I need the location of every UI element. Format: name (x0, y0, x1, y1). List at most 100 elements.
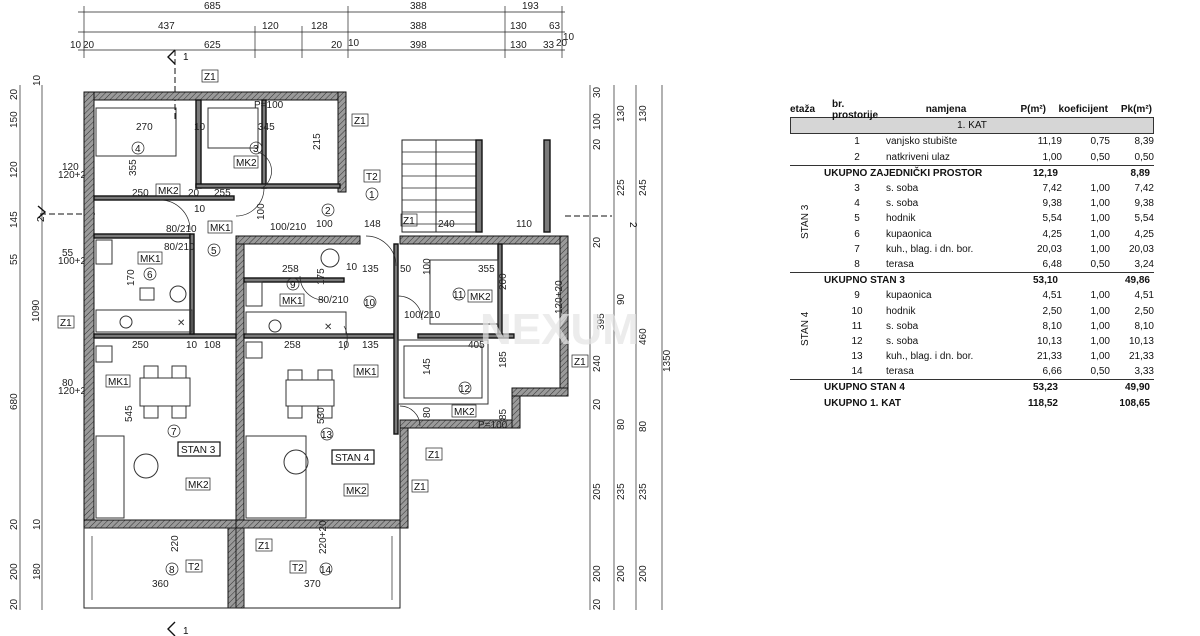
dim-right: 20 (592, 598, 603, 610)
dim-top: 193 (522, 1, 539, 12)
svg-text:P=100: P=100 (254, 100, 284, 111)
dim-top: 625 (204, 40, 221, 51)
section-label: 2 (627, 222, 638, 228)
svg-text:100/210: 100/210 (270, 222, 307, 233)
dim-right: 205 (592, 483, 603, 500)
tag-mk2: MK2 (346, 486, 367, 497)
dim-left: 20 (9, 518, 20, 530)
dim-left-mid: 100+20 (58, 256, 92, 267)
svg-text:110: 110 (516, 219, 532, 230)
section-label: 2 (36, 216, 47, 222)
tag-z1: Z1 (60, 318, 72, 329)
dim-right: 460 (638, 328, 649, 345)
room-number: 13 (321, 430, 333, 441)
svg-text:10: 10 (186, 340, 198, 351)
tag-mk2: MK2 (158, 186, 179, 197)
svg-text:10: 10 (194, 122, 206, 133)
dim-left: 20 (9, 598, 20, 610)
top-dimension-lines: 685 388 193 437 120 128 388 130 63 10 20… (70, 1, 575, 58)
dim-top: 10 (348, 38, 360, 49)
dim-right: 130 (638, 105, 649, 122)
svg-text:P=100: P=100 (478, 420, 508, 431)
svg-text:20: 20 (188, 188, 200, 199)
header-br: br. prostorije (832, 98, 879, 121)
floor-plan-drawing: 685 388 193 437 120 128 388 130 63 10 20… (9, 1, 673, 636)
dim-top: 20 (83, 40, 95, 51)
svg-text:240: 240 (438, 219, 455, 230)
svg-text:80: 80 (422, 406, 433, 418)
room-number: 9 (290, 280, 296, 291)
dim-left: 1090 (31, 299, 42, 322)
svg-text:50: 50 (400, 264, 412, 275)
dim-left: 200 (9, 563, 20, 580)
tag-mk1: MK1 (356, 367, 377, 378)
svg-text:120+20: 120+20 (554, 280, 565, 314)
dim-right: 245 (638, 179, 649, 196)
svg-text:355: 355 (128, 159, 139, 176)
tag-z1: Z1 (428, 450, 440, 461)
dim-left: 10 (32, 74, 43, 86)
dim-top: 33 (543, 40, 555, 51)
room-number: 8 (169, 565, 175, 576)
svg-text:270: 270 (136, 122, 153, 133)
svg-text:10: 10 (346, 262, 358, 273)
total-row: UKUPNO STAN 4 53,23 49,90 (790, 379, 1154, 395)
svg-text:80/210: 80/210 (164, 242, 195, 253)
dim-top: 685 (204, 1, 221, 12)
dim-right: 200 (638, 565, 649, 582)
dim-top: 20 (556, 38, 568, 49)
svg-text:258: 258 (284, 340, 301, 351)
dim-right: 200 (616, 565, 627, 582)
tag-z1: Z1 (258, 541, 270, 552)
table-row: 2 natkriveni ulaz 1,00 0,50 0,50 (854, 151, 1154, 163)
dim-right: 395 (596, 313, 607, 330)
room-number: 14 (320, 565, 332, 576)
svg-text:258: 258 (282, 264, 299, 275)
svg-text:145: 145 (422, 358, 433, 375)
room-dimensions: 270 10 345 215 355 250 20 255 10 100 148… (124, 122, 532, 590)
svg-text:215: 215 (312, 133, 323, 150)
dim-left: 55 (9, 253, 20, 265)
svg-text:✕: ✕ (177, 318, 185, 329)
dim-top: 388 (410, 1, 427, 12)
svg-text:255: 255 (214, 188, 231, 199)
dim-top: 10 (70, 40, 82, 51)
dim-left-mid: 55 (62, 248, 74, 259)
svg-text:345: 345 (258, 122, 275, 133)
section-label: 1 (183, 626, 189, 636)
dim-top: 398 (410, 40, 427, 51)
svg-text:80/210: 80/210 (318, 295, 349, 306)
dim-left: 20 (9, 88, 20, 100)
dim-left: 10 (32, 518, 43, 530)
tag-z1: Z1 (354, 116, 366, 127)
dim-right: 240 (592, 355, 603, 372)
group-common: 1 vanjsko stubište 11,19 0,75 8,39 2 nat… (790, 134, 1154, 181)
dim-right: 225 (616, 179, 627, 196)
room-number: 1 (369, 190, 375, 201)
material-tags: Z1 Z1 Z1 Z1 Z1 Z1 Z1 Z1 T2 T2 T2 MK1 MK1… (57, 69, 589, 574)
svg-text:100: 100 (422, 258, 433, 275)
svg-text:135: 135 (362, 264, 379, 275)
left-dimension-lines: 20 10 150 120 145 55 1090 680 20 10 200 … (9, 74, 92, 610)
dim-left: 680 (9, 393, 20, 410)
svg-text:530: 530 (316, 407, 327, 424)
stan-4-vertical-label: STAN 4 (800, 311, 811, 347)
dim-right: 90 (616, 293, 627, 305)
dim-right: 30 (592, 86, 603, 98)
svg-text:108: 108 (204, 340, 221, 351)
header-koeficijent: koeficijent (1058, 104, 1108, 116)
room-number: 11 (453, 290, 464, 301)
tag-mk2: MK2 (470, 292, 491, 303)
room-number: 4 (135, 144, 141, 155)
